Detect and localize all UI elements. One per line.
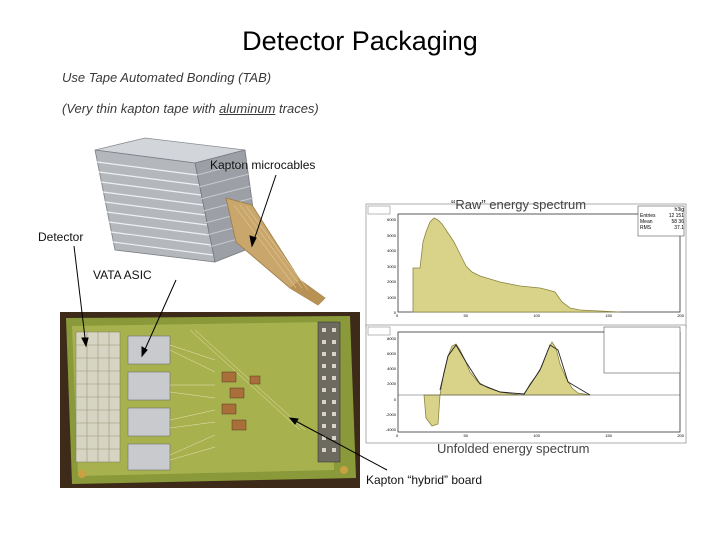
raw-y-tick: 5000	[387, 232, 396, 238]
subtitle-tab: Use Tape Automated Bonding (TAB)	[62, 70, 272, 85]
raw-legend: h3ig Entries 12 151 Mean 58 36 RMS 37.1	[640, 207, 684, 231]
unfolded-x-tick: 150	[605, 433, 612, 438]
slide-title: Detector Packaging	[242, 26, 478, 56]
raw-x-tick: 0	[396, 313, 399, 318]
subtitle-kapton-pre: (Very thin kapton tape with	[62, 101, 220, 116]
unfolded-y-tick: -4000	[385, 426, 396, 432]
raw-x-tick: 100	[533, 313, 540, 318]
subtitle-kapton-post: traces)	[275, 101, 319, 116]
unfolded-y-tick: 4000	[387, 366, 396, 372]
raw-legend-val: 58 36	[671, 219, 684, 225]
raw-legend-key: Entries	[640, 213, 656, 219]
unfolded-histogram	[365, 324, 687, 444]
unfolded-y-tick: 2000	[387, 381, 396, 387]
unfolded-x-tick: 100	[533, 433, 540, 438]
raw-y-ticks: 6000 5000 4000 3000 2000 1000 0	[378, 217, 396, 315]
label-vata-asic: VATA ASIC	[93, 268, 152, 282]
raw-x-tick: 50	[463, 313, 468, 318]
label-kapton-microcables: Kapton microcables	[210, 158, 316, 172]
raw-y-tick: 4000	[387, 248, 396, 253]
unfolded-y-tick: 6000	[387, 351, 396, 357]
label-detector: Detector	[38, 230, 84, 244]
unfolded-y-tick: 0	[393, 396, 396, 402]
raw-legend-name: h3ig	[674, 207, 684, 213]
detector-module-image	[94, 137, 326, 306]
raw-legend-val: 12 151	[668, 213, 684, 219]
raw-legend-row: RMS 37.1	[640, 225, 684, 231]
label-hybrid-board: Kapton “hybrid” board	[366, 473, 483, 487]
raw-legend-key: RMS	[640, 225, 652, 231]
unfolded-y-tick: 8000	[387, 336, 396, 341]
raw-y-tick: 3000	[387, 263, 396, 269]
unfolded-y-ticks: 8000 6000 4000 2000 0 -2000 -4000	[376, 336, 396, 432]
raw-x-tick: 150	[605, 313, 612, 318]
subtitle-kapton-link: aluminum	[219, 101, 276, 116]
label-raw-spectrum: “Raw” energy spectrum	[451, 197, 587, 212]
raw-y-tick: 6000	[387, 217, 396, 222]
raw-legend-row: Entries 12 151	[640, 213, 684, 219]
label-unfolded-spectrum: Unfolded energy spectrum	[437, 441, 590, 456]
raw-legend-val: 37.1	[674, 225, 684, 231]
raw-legend-row: Mean 58 36	[640, 219, 684, 225]
raw-histogram	[365, 203, 687, 329]
raw-legend-key: Mean	[640, 219, 653, 225]
hybrid-board-image	[60, 312, 360, 488]
unfolded-x-tick: 0	[396, 433, 399, 438]
pointer-arrows	[73, 174, 388, 471]
raw-x-tick: 200	[677, 313, 684, 318]
subtitle-kapton: (Very thin kapton tape with aluminum tra…	[62, 101, 319, 116]
raw-y-tick: 2000	[387, 279, 396, 284]
unfolded-x-tick: 200	[677, 433, 684, 438]
raw-y-tick: 0	[393, 310, 396, 315]
unfolded-x-ticks: 0 50 100 150 200	[396, 433, 684, 438]
raw-x-ticks: 0 50 100 150 200	[396, 313, 684, 318]
unfolded-y-tick: -2000	[385, 411, 396, 417]
raw-y-tick: 1000	[387, 294, 396, 300]
unfolded-x-tick: 50	[463, 433, 468, 438]
